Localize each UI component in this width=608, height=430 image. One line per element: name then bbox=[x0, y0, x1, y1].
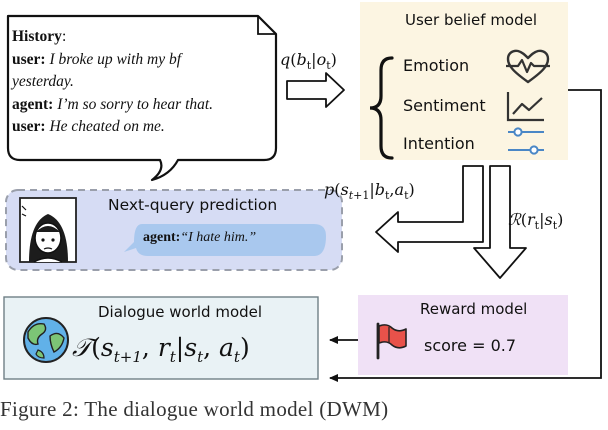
history-utterance: yesterday. bbox=[12, 73, 74, 90]
reward-score-value: = 0.7 bbox=[472, 336, 517, 355]
avatar-woman bbox=[19, 197, 77, 263]
agent-reply-speaker: agent: bbox=[143, 230, 181, 245]
line-chart-icon bbox=[506, 92, 544, 122]
belief-item-intention: Intention bbox=[403, 134, 475, 153]
history-speaker: user: bbox=[12, 118, 46, 135]
history-line-1: user: I broke up with my bf bbox=[12, 49, 277, 72]
belief-model-box bbox=[360, 2, 568, 160]
agent-bubble bbox=[124, 224, 326, 256]
arrow-belief-to-reward bbox=[473, 165, 527, 279]
edge-label-next-query: p(st+1|bt,at) bbox=[324, 180, 415, 203]
next-query-title: Next-query prediction bbox=[108, 196, 278, 214]
edge-label-belief: q(bt|ot) bbox=[280, 50, 337, 73]
reward-model-title: Reward model bbox=[420, 300, 528, 318]
history-panel: History: user: I broke up with my bf yes… bbox=[12, 26, 277, 139]
belief-item-sentiment: Sentiment bbox=[403, 96, 486, 115]
history-speaker: user: bbox=[12, 50, 46, 68]
history-fold bbox=[257, 16, 276, 35]
arrow-belief-to-nextquery bbox=[375, 165, 484, 253]
history-line-3: agent: I’m so sorry to hear that. bbox=[12, 94, 277, 117]
history-speaker: agent: bbox=[12, 95, 54, 113]
agent-reply-text: “I hate him.” bbox=[180, 230, 257, 245]
belief-model-title: User belief model bbox=[405, 11, 538, 29]
arrow-belief-loop-to-world bbox=[329, 89, 602, 382]
reward-score: score = 0.7 bbox=[424, 336, 516, 355]
belief-item-emotion: Emotion bbox=[403, 56, 470, 75]
history-utterance: I’m so sorry to hear that. bbox=[57, 95, 214, 113]
history-title: History bbox=[12, 28, 62, 45]
edge-label-reward: ℛ(rt|st) bbox=[508, 210, 564, 233]
history-line-4: user: He cheated on me. bbox=[12, 116, 277, 139]
history-colon: : bbox=[61, 28, 67, 45]
history-line-2: yesterday. bbox=[12, 71, 277, 94]
sliders-icon bbox=[508, 127, 544, 155]
history-utterance: He cheated on me. bbox=[49, 118, 165, 135]
history-utterance: I broke up with my bf bbox=[49, 50, 182, 68]
history-bubble bbox=[6, 14, 278, 182]
globe-icon bbox=[23, 317, 69, 363]
history-title-line: History: bbox=[12, 26, 277, 49]
arrow-history-to-belief bbox=[286, 72, 345, 108]
reward-score-label: score bbox=[424, 336, 467, 355]
figure-caption: Figure 2: The dialogue world model (DWM) bbox=[0, 397, 389, 421]
flag-icon bbox=[376, 322, 407, 360]
heart-pulse-icon bbox=[506, 49, 550, 84]
brace bbox=[369, 56, 394, 160]
agent-reply: agent:“I hate him.” bbox=[143, 230, 256, 246]
world-model-formula: 𝒯(st+1, rt|st, at) bbox=[72, 333, 250, 366]
world-model-title: Dialogue world model bbox=[98, 303, 263, 321]
